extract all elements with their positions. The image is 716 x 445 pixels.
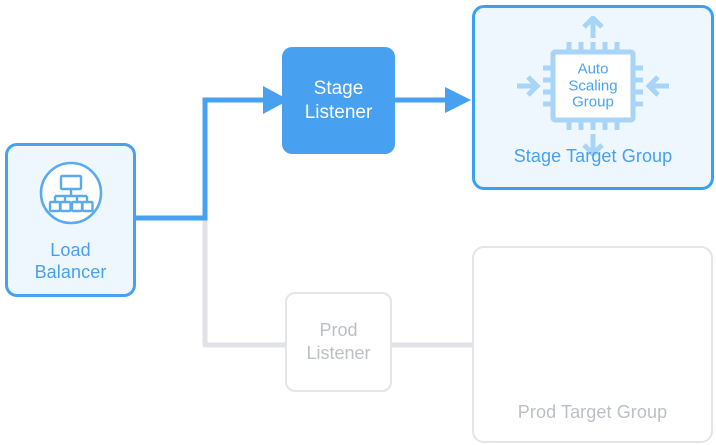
- node-prod-listener-label: Prod Listener: [306, 320, 371, 363]
- arrowhead-into-stage-target-group: [445, 87, 471, 113]
- asg-arrow-left-icon: [645, 75, 669, 97]
- node-stage-listener-label: Stage Listener: [304, 77, 373, 123]
- node-stage-target-group[interactable]: Auto Scaling Group Stage Target Group: [472, 5, 714, 190]
- connector-stage-listener-to-stage-target-group: [395, 87, 471, 113]
- auto-scaling-group-icon-wrapper: Auto Scaling Group: [513, 14, 673, 158]
- connector-lb-to-prod-listener: [202, 218, 285, 348]
- node-load-balancer[interactable]: Load Balancer: [5, 143, 136, 297]
- auto-scaling-group-inner-label: Auto Scaling Group: [568, 60, 618, 111]
- connector-lb-to-stage-listener: [134, 86, 289, 221]
- node-prod-target-group-label: Prod Target Group: [517, 402, 668, 422]
- node-load-balancer-label: Load Balancer: [34, 239, 107, 282]
- node-stage-target-group-label: Stage Target Group: [513, 146, 673, 166]
- asg-arrow-up-icon: [582, 14, 604, 38]
- asg-arrow-down-icon: [582, 134, 604, 158]
- node-prod-target-group[interactable]: Prod Target Group: [472, 246, 713, 443]
- load-balancer-sitemap-icon: [38, 160, 104, 231]
- auto-scaling-group-chip-icon: [513, 14, 673, 160]
- node-stage-listener[interactable]: Stage Listener: [282, 47, 395, 154]
- asg-arrow-right-icon: [517, 75, 541, 97]
- node-prod-listener[interactable]: Prod Listener: [285, 292, 392, 392]
